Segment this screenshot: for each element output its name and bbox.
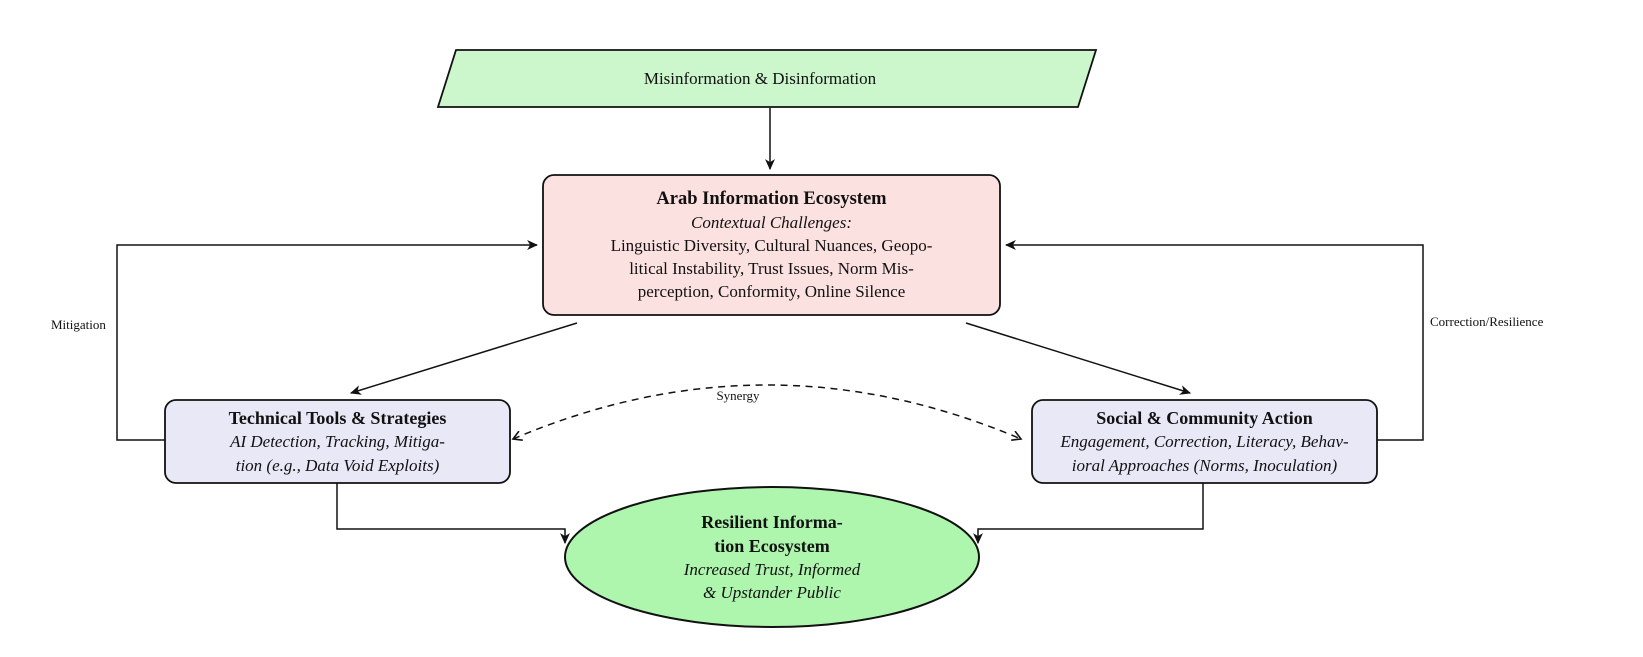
edge-social-to-outcome [973, 483, 1204, 545]
edge-correction-loop [1004, 240, 1424, 441]
outcome-body-line: Increased Trust, Informed [683, 559, 861, 579]
ecosystem-title: Arab Information Ecosystem [656, 188, 887, 209]
technical-node: Technical Tools & Strategies AI Detectio… [167, 401, 508, 482]
social-title: Social & Community Action [1096, 408, 1313, 428]
outcome-title-line: tion Ecosystem [714, 535, 830, 556]
synergy-edge-label: Synergy [716, 388, 760, 403]
ecosystem-body-line: perception, Conformity, Online Silence [637, 281, 906, 301]
technical-title: Technical Tools & Strategies [228, 408, 447, 428]
edge-technical-to-outcome [336, 483, 570, 545]
social-body-line: Engagement, Correction, Literacy, Behav- [1060, 432, 1349, 451]
mitigation-edge-label: Mitigation [51, 317, 106, 332]
source-label: Misinformation & Disinformation [643, 69, 877, 88]
edge-ecosystem-to-technical [349, 322, 578, 395]
edge-synergy-dashed [513, 384, 1021, 439]
outcome-body-line: & Upstander Public [703, 583, 841, 602]
ecosystem-node-shape [542, 174, 1001, 316]
ecosystem-subtitle: Contextual Challenges: [690, 212, 852, 232]
edge-mitigation-loop [116, 240, 539, 441]
social-body-line: ioral Approaches (Norms, Inoculation) [1071, 455, 1338, 475]
ecosystem-node: Arab Information Ecosystem Contextual Ch… [546, 177, 997, 313]
social-node-shape [1031, 399, 1378, 484]
technical-body-line: tion (e.g., Data Void Exploits) [235, 455, 440, 475]
outcome-node: Resilient Informa- tion Ecosystem Increa… [565, 489, 979, 625]
edge-ecosystem-to-social [965, 322, 1192, 395]
technical-body-line: AI Detection, Tracking, Mitiga- [230, 432, 445, 451]
outcome-node-shape [564, 486, 980, 628]
ecosystem-body-line: litical Instability, Trust Issues, Norm … [629, 258, 914, 278]
source-node: Misinformation & Disinformation [440, 51, 1080, 107]
social-node: Social & Community Action Engagement, Co… [1034, 401, 1375, 482]
source-node-shape [436, 49, 1098, 108]
ecosystem-body-line: Linguistic Diversity, Cultural Nuances, … [610, 235, 933, 255]
correction-edge-label: Correction/Resilience [1430, 314, 1544, 329]
outcome-title-line: Resilient Informa- [701, 511, 843, 532]
